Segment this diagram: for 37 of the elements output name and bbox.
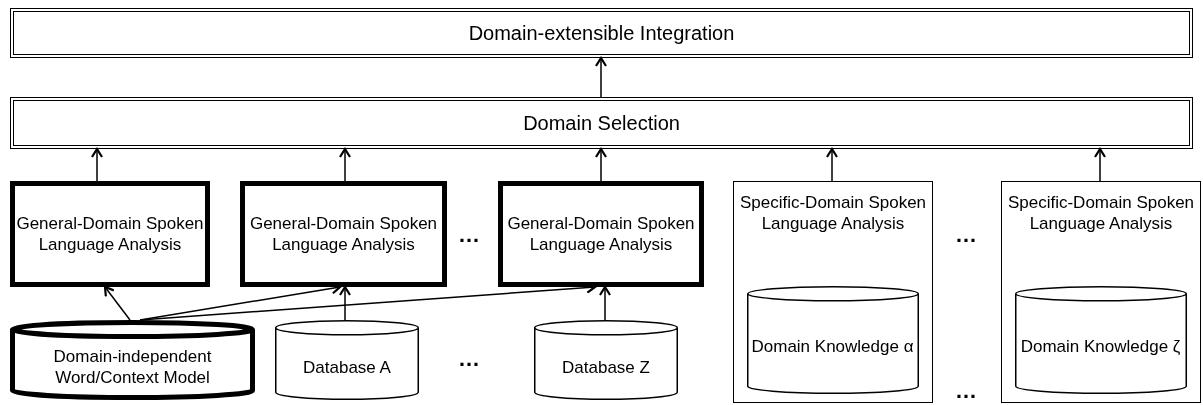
arrow [90,147,104,182]
ellipsis-label: … [955,378,978,404]
layer-box [10,97,1193,149]
database-cylinder [746,285,919,394]
node-label: Domain Knowledge ζ [1020,336,1181,357]
arrow [594,56,608,98]
node-label: Database Z [562,356,650,378]
node-label: General-Domain Spoken Language Analysis [506,213,696,255]
layer-box [10,8,1193,58]
database-cylinder [275,320,419,400]
arrow [338,147,352,182]
node-label: General-Domain Spoken Language Analysis [248,213,439,255]
arrow [825,147,839,182]
database-cylinder [10,320,255,400]
arrow [1093,147,1107,182]
database-cylinder [1014,285,1187,394]
node-label: Database A [303,356,391,378]
node-label: Domain-extensible Integration [468,22,735,44]
node-label: Domain-independent Word/Context Model [52,346,213,388]
ellipsis-label: … [458,346,481,372]
process-box [733,181,933,403]
node-label: Domain Selection [523,112,680,134]
arrow [594,147,608,182]
arrow [103,285,131,321]
node-label: Specific-Domain Spoken Language Analysis [1006,192,1196,234]
database-cylinder [534,320,678,400]
ellipsis-label: … [458,222,481,248]
arrow [338,285,352,321]
process-box [1001,181,1201,403]
process-box [10,181,210,287]
arrow [598,285,612,321]
ellipsis-label: … [955,222,978,248]
node-label: General-Domain Spoken Language Analysis [15,213,205,255]
node-label: Specific-Domain Spoken Language Analysis [738,192,928,234]
process-box [498,181,704,287]
node-label: Domain Knowledge α [751,336,914,357]
process-box [240,181,447,287]
